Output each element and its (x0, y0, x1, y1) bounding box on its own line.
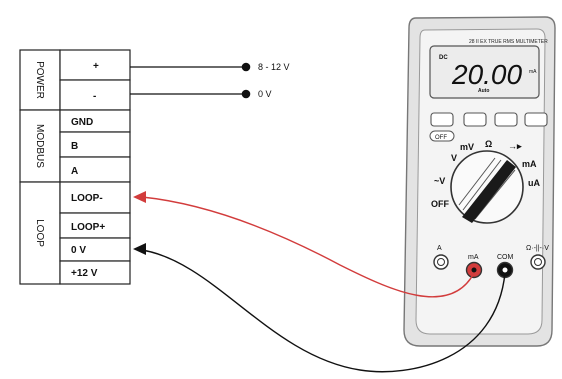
loop-group-cell (19, 181, 61, 285)
power-group-label: POWER (34, 61, 45, 99)
dial-diode-label: →▸ (508, 141, 522, 151)
terminal-loop-plus-label: LOOP+ (71, 222, 105, 233)
lcd-range-label: Auto (478, 88, 489, 94)
power-group-cell (19, 49, 61, 111)
terminal-plus-cell (59, 49, 131, 81)
dial-v-label: V (451, 153, 457, 163)
lcd-screen (429, 45, 540, 99)
jack-ma-label: mA (468, 254, 479, 261)
function-button-1[interactable] (430, 112, 454, 127)
dial-acv-label: ~V (434, 176, 445, 186)
positive-supply-dot (241, 62, 251, 72)
dial-off-label: OFF (431, 199, 449, 209)
modbus-group-label: MODBUS (34, 124, 45, 168)
jack-v-label: Ω·-||-·V (526, 245, 549, 252)
negative-supply-dot (241, 89, 251, 99)
dial-ua-label: uA (528, 178, 540, 188)
terminal-gnd-label: GND (71, 117, 93, 128)
terminal-a-cell (59, 156, 131, 183)
terminal-loop-minus-label: LOOP- (71, 193, 103, 204)
lcd-dc-label: DC (439, 55, 448, 61)
black-test-lead (141, 249, 506, 373)
dial-ma-label: mA (522, 159, 537, 169)
red-test-lead (141, 196, 475, 298)
lcd-unit-label: mA (529, 69, 537, 75)
terminal-plus-label: + (93, 61, 99, 72)
function-button-4[interactable] (524, 112, 548, 127)
black-lead-arrow (133, 243, 146, 255)
terminal-minus-label: - (93, 91, 96, 102)
jack-a-label: A (437, 245, 442, 252)
dial-ohm-label: Ω (485, 139, 492, 149)
terminal-b-label: B (71, 141, 78, 152)
function-button-2[interactable] (463, 112, 487, 127)
terminal-loop-plus-cell (59, 212, 131, 239)
modbus-group-cell (19, 109, 61, 183)
lcd-reading: 20.00 (451, 59, 522, 90)
terminal-12v-cell (59, 260, 131, 285)
meter-model-label: 28 II EX TRUE RMS MULTIMETER (469, 39, 548, 45)
terminal-12v-label: +12 V (71, 268, 98, 279)
terminal-0v-label: 0 V (71, 245, 86, 256)
dial-pointer (462, 160, 516, 223)
loop-group-label: LOOP (34, 219, 45, 247)
terminal-block (19, 49, 131, 285)
off-button[interactable] (429, 130, 455, 142)
dial-mv-label: mV (460, 142, 474, 152)
positive-supply-label: 8 - 12 V (258, 62, 290, 72)
power-supply-wires (130, 66, 245, 95)
terminal-loop-minus-cell (59, 181, 131, 214)
function-button-3[interactable] (494, 112, 518, 127)
negative-supply-label: 0 V (258, 89, 272, 99)
jack-com-label: COM (497, 254, 514, 261)
multimeter: 28 II EX TRUE RMS MULTIMETER DC 20.00 mA… (403, 16, 556, 347)
terminal-a-label: A (71, 166, 78, 177)
off-button-label: OFF (435, 135, 447, 141)
red-lead-arrow (133, 191, 146, 203)
